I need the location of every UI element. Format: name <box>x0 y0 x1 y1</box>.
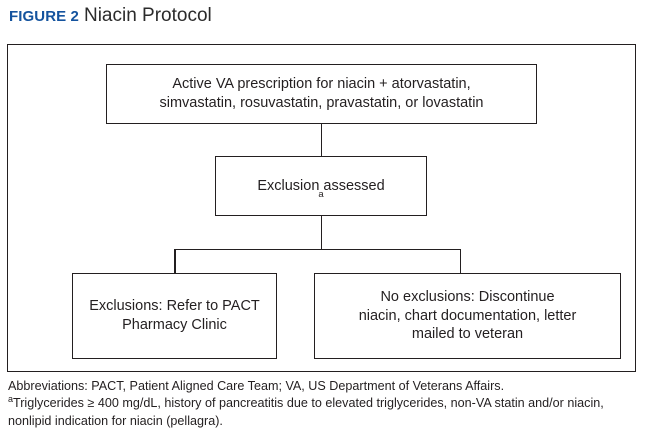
connector-to-outcome-right <box>459 248 461 274</box>
flow-node-start-line1: Active VA prescription for niacin + ator… <box>172 76 471 93</box>
figure-footnotes: Abbreviations: PACT, Patient Aligned Car… <box>8 378 640 430</box>
footnote-abbreviations: Abbreviations: PACT, Patient Aligned Car… <box>8 379 505 393</box>
connector-split-bar <box>174 248 461 250</box>
flow-node-outcome-left-line2: Pharmacy Clinic <box>122 317 227 333</box>
connector-to-outcome-left <box>174 248 176 274</box>
figure-frame: Active VA prescription for niacin + ator… <box>7 44 636 372</box>
flowchart-canvas: Active VA prescription for niacin + ator… <box>8 45 635 371</box>
flow-node-outcome-right: No exclusions: Discontinue niacin, chart… <box>314 273 621 359</box>
connector-decision-stem <box>320 216 322 249</box>
flow-node-outcome-left: Exclusions: Refer to PACT Pharmacy Clini… <box>72 273 277 359</box>
figure-number-label: FIGURE 2 <box>9 8 79 25</box>
footnote-a-text: Triglycerides ≥ 400 mg/dL, history of pa… <box>8 396 604 428</box>
flow-node-outcome-right-line2: niacin, chart documentation, letter <box>358 307 577 324</box>
footnote-marker-a: a <box>8 394 14 405</box>
flow-node-outcome-left-line1: Exclusions: Refer to PACT <box>89 298 260 315</box>
page-title: Niacin Protocol <box>83 5 212 26</box>
flow-node-start: Active VA prescription for niacin + ator… <box>106 64 537 124</box>
flow-node-outcome-right-line1: No exclusions: Discontinue <box>380 289 555 306</box>
flow-node-start-line2: simvastatin, rosuvastatin, pravastatin, … <box>159 95 484 111</box>
connector-start-to-decision <box>320 124 322 156</box>
flow-node-outcome-right-line3: mailed to veteran <box>411 326 524 343</box>
footnote-a: aTriglycerides ≥ 400 mg/dL, history of p… <box>8 395 640 430</box>
